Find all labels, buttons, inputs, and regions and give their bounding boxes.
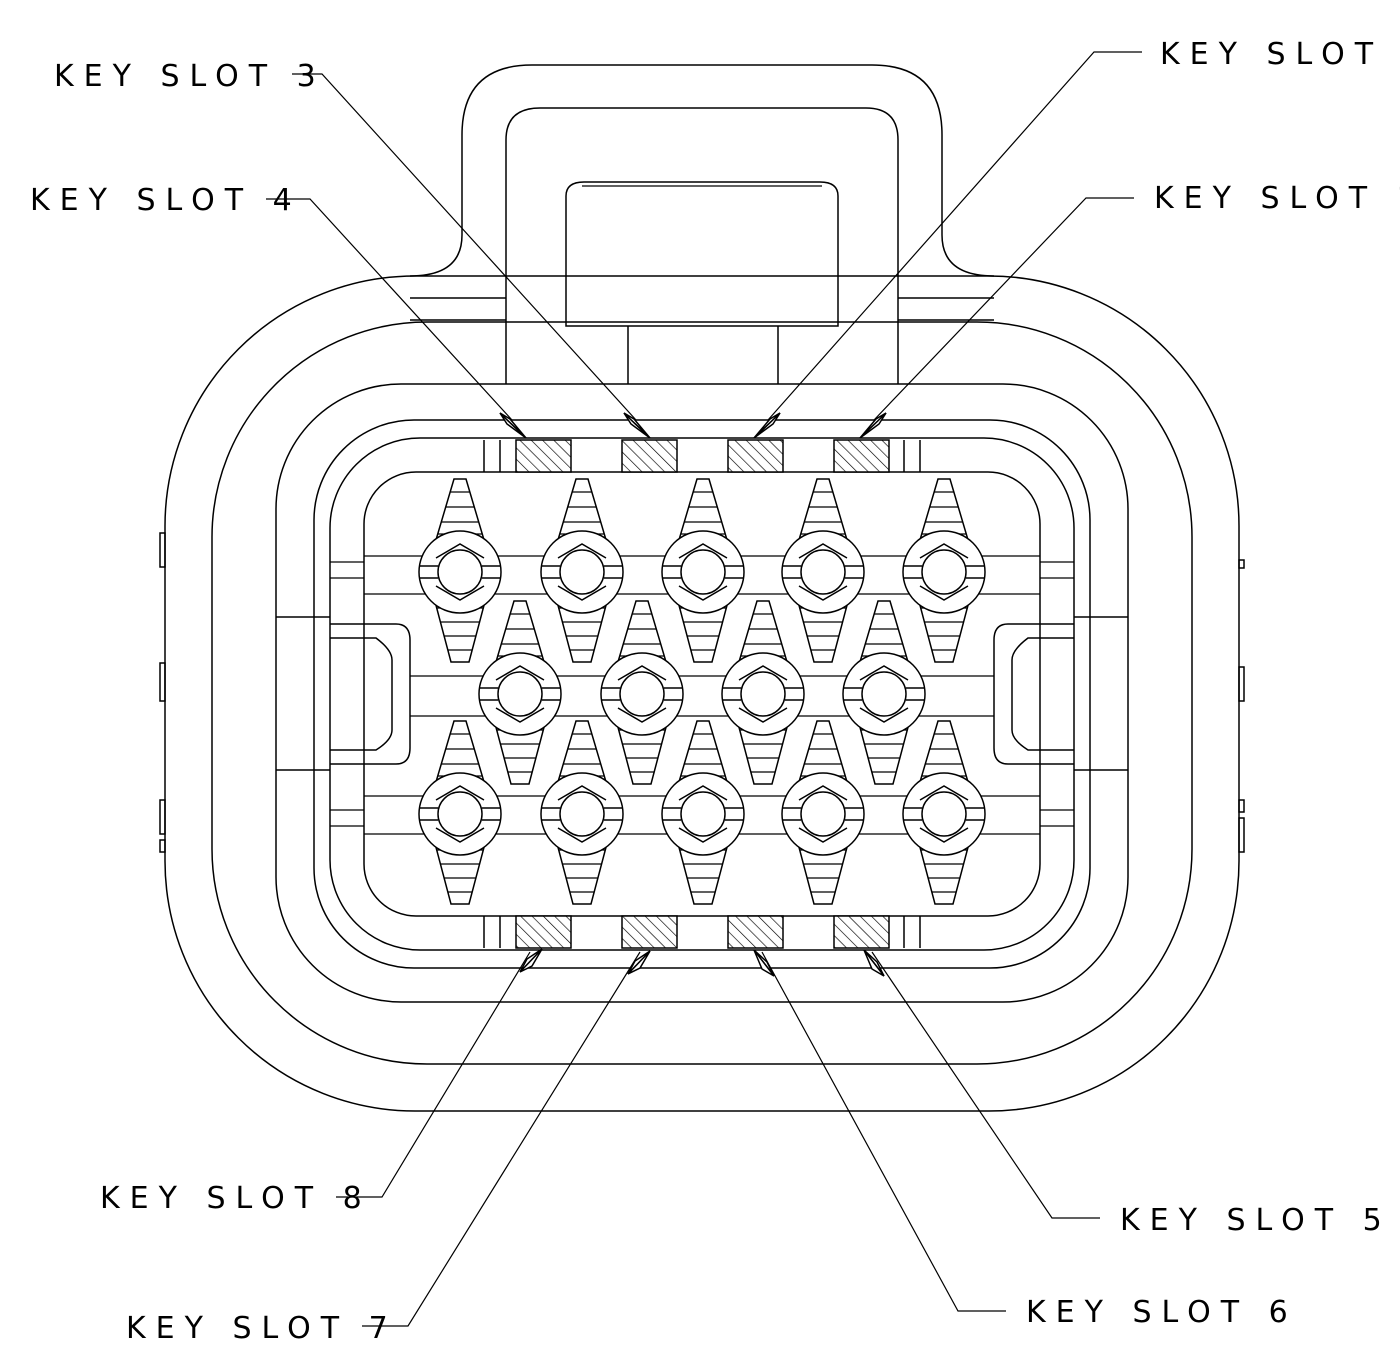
terminal-cavity	[540, 720, 624, 905]
key-slot-3-marker	[621, 439, 678, 473]
label-key-slot-7: KEY SLOT 7	[126, 1311, 398, 1346]
key-slot-7-marker	[621, 915, 678, 949]
terminal-cavity	[661, 478, 745, 663]
key-slots-bottom	[515, 915, 890, 949]
terminal-cavity	[781, 720, 865, 905]
leader-key-slot-4	[266, 198, 513, 421]
label-key-slot-6: KEY SLOT 6	[1026, 1295, 1298, 1330]
key-slot-6-marker	[727, 915, 784, 949]
leader-key-slot-3	[292, 73, 637, 421]
leader-key-slot-1	[873, 197, 1134, 421]
leader-key-slot-7	[362, 951, 641, 1327]
terminal-cavity	[418, 478, 502, 663]
terminal-cavity	[721, 600, 805, 785]
key-slot-1-marker	[833, 439, 890, 473]
label-key-slot-4: KEY SLOT 4	[30, 183, 302, 218]
leader-key-slot-2	[767, 51, 1142, 421]
label-key-slot-8: KEY SLOT 8	[100, 1181, 372, 1216]
terminal-cavity	[902, 720, 986, 905]
terminal-cavity	[600, 600, 684, 785]
terminal-cavity	[418, 720, 502, 905]
labels: KEY SLOT 3 KEY SLOT 4 KEY SLOT 2 KEY SLO…	[30, 37, 1400, 1346]
terminal-cavity	[540, 478, 624, 663]
arrowheads	[499, 412, 887, 977]
terminal-cavity	[478, 600, 562, 785]
label-key-slot-1: KEY SLOT 1	[1154, 181, 1400, 216]
housing	[159, 275, 1245, 1112]
terminal-cavities	[418, 478, 986, 905]
key-slot-2-marker	[727, 439, 784, 473]
key-slot-8-marker	[515, 915, 572, 949]
label-key-slot-2: KEY SLOT 2	[1160, 37, 1400, 72]
leader-key-slot-8	[336, 951, 531, 1198]
terminal-cavity	[781, 478, 865, 663]
side-latches	[276, 561, 1128, 827]
terminal-cavity	[842, 600, 926, 785]
latch-tab	[409, 64, 995, 384]
label-key-slot-5: KEY SLOT 5	[1120, 1203, 1392, 1238]
leader-key-slot-5	[871, 951, 1100, 1219]
key-slots-top	[515, 439, 890, 473]
leader-lines	[266, 51, 1142, 1327]
terminal-cavity	[661, 720, 745, 905]
label-key-slot-3: KEY SLOT 3	[54, 59, 326, 94]
key-slot-bars	[483, 440, 921, 948]
key-slot-5-marker	[833, 915, 890, 949]
terminal-cavity	[902, 478, 986, 663]
key-slot-4-marker	[515, 439, 572, 473]
leader-key-slot-6	[761, 951, 1006, 1312]
